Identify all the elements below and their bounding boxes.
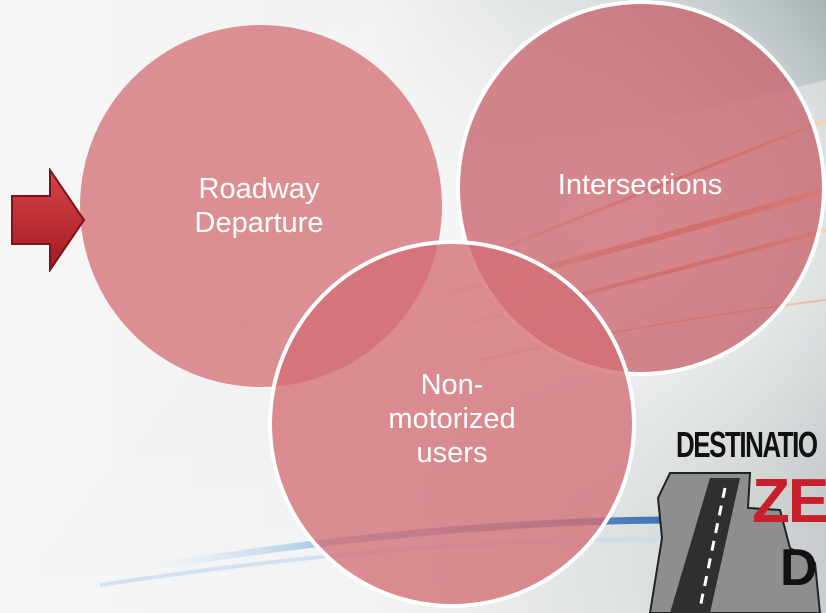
logo-text-line-2: ZE	[752, 467, 826, 536]
intersections-label: Intersections	[490, 168, 790, 202]
non-motorized-label-line-1: Non-	[420, 369, 484, 401]
destination-zero-logo: DESTINATIO ZE D	[640, 418, 826, 613]
logo-text-line-1: DESTINATIO	[676, 424, 818, 465]
logo-text-line-3: D	[780, 539, 818, 597]
non-motorized-label-line-3: users	[416, 437, 488, 470]
intersections-label-line-1: Intersections	[557, 169, 723, 201]
non-motorized-users-circle	[268, 240, 636, 608]
arrow-right-icon	[11, 168, 86, 272]
louisiana-road-icon	[648, 472, 822, 613]
roadway-label-line-1: Roadway	[198, 173, 320, 205]
non-motorized-label: Non- motorized users	[352, 368, 552, 471]
roadway-departure-label: Roadway Departure	[150, 172, 368, 240]
intersections-circle	[456, 0, 826, 376]
roadway-label-line-2: Departure	[194, 207, 324, 240]
non-motorized-label-line-2: motorized	[388, 403, 516, 436]
